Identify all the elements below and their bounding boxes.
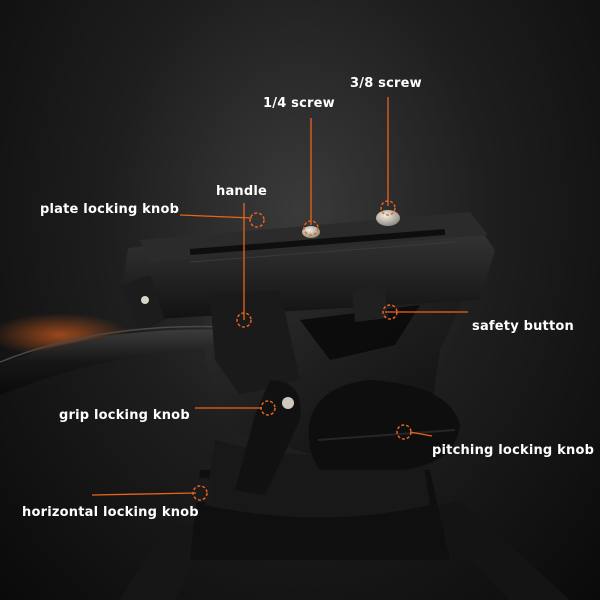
- label-grip-locking-knob: grip locking knob: [59, 408, 190, 423]
- tripod-leg-right: [420, 500, 570, 600]
- tripod-leg-left: [120, 520, 210, 600]
- safety-button-shape: [352, 286, 388, 322]
- label-3-8-screw: 3/8 screw: [350, 76, 422, 91]
- label-handle: handle: [216, 184, 268, 199]
- marker-circles: [192, 200, 412, 501]
- pitching-locking-knob-shape: [308, 380, 460, 470]
- label-pitching-locking-knob: pitching locking knob: [432, 443, 595, 458]
- label-horizontal-locking-knob: horizontal locking knob: [22, 505, 199, 520]
- label-plate-locking-knob: plate locking knob: [40, 202, 180, 217]
- grip-locking-lever: [235, 380, 301, 495]
- label-1-4-screw: 1/4 screw: [263, 96, 335, 111]
- plate-locking-knob-shape: [120, 275, 165, 332]
- label-safety-button: safety button: [472, 319, 574, 334]
- annotation-lines: [91, 97, 468, 496]
- three-eighths-screw: [376, 210, 400, 226]
- quarter-inch-screw: [302, 226, 320, 238]
- tripod-handle: [0, 329, 250, 395]
- horizontal-locking-knob-shape: [183, 478, 211, 502]
- handle-clamp: [210, 290, 300, 395]
